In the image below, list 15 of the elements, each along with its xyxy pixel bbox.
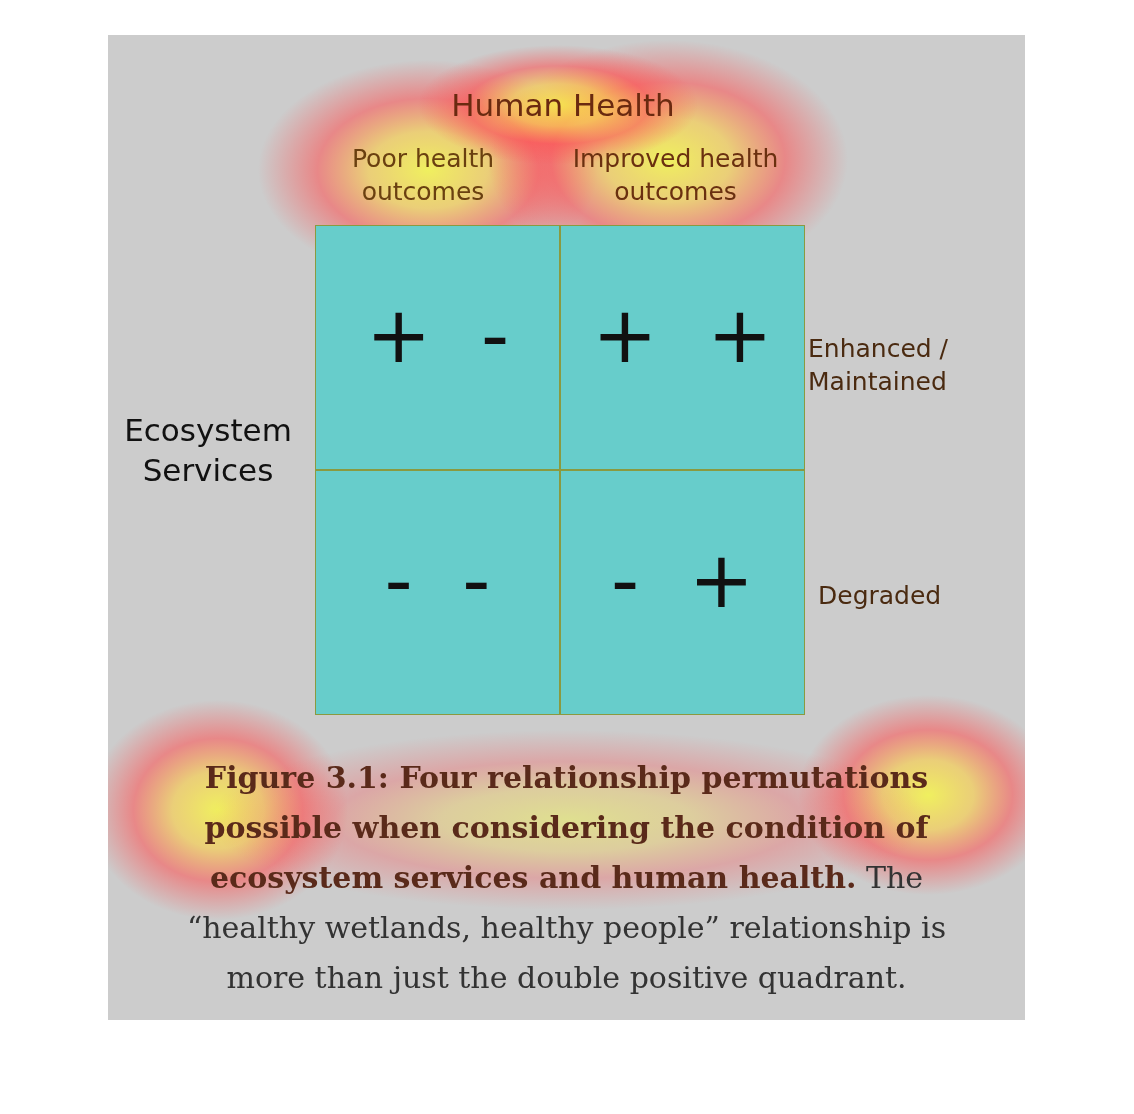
double-minus-sign: - - [384,541,491,621]
axis-title: Human Health [450,86,676,125]
quadrant-cell [315,225,560,470]
plus-minus-sign: + - [365,296,510,376]
quadrant-cell [560,225,805,470]
axis-title: Ecosystem Services [123,411,293,491]
row-heading: Enhanced / Maintained [808,333,949,398]
quadrant-cell [315,470,560,715]
double-plus-sign: + + [592,296,773,376]
row-heading: Degraded [818,580,943,612]
figure-caption: Figure 3.1: Four relationship permutations possible when considering the condition of ecosystem services and human health. The “healthy wetlands, healthy people” relationship is more than just the double positive quadrant. [185,759,948,997]
minus-plus-sign: - + [610,541,755,621]
column-heading: Improved health outcomes [571,143,780,208]
quadrant-cell [560,470,805,715]
column-heading: Poor health outcomes [350,143,496,208]
